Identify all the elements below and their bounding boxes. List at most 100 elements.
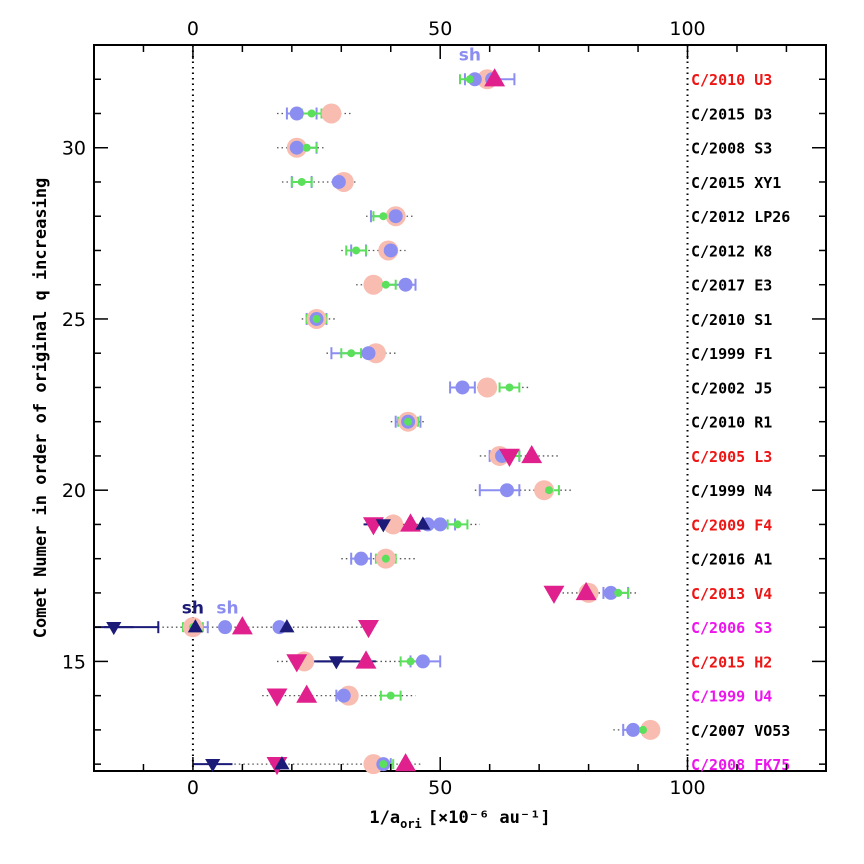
marker-nongrav [381, 554, 390, 563]
marker-navy-down [205, 758, 221, 773]
comet-label: C/1999 U4 [691, 688, 772, 706]
marker-magenta-down [358, 620, 379, 639]
marker-original [321, 103, 342, 124]
comet-label: C/2012 LP26 [691, 208, 790, 226]
y-tick-label: 25 [62, 309, 86, 331]
comet-label: C/2002 J5 [691, 379, 772, 397]
x-tick-label-top: 0 [187, 18, 199, 40]
comet-label: C/2016 A1 [691, 551, 772, 569]
marker-magenta-up [575, 581, 597, 601]
comet-label: C/2006 S3 [691, 619, 772, 637]
marker-corrected [603, 585, 618, 600]
x-tick-label-bottom: 0 [187, 777, 199, 799]
marker-corrected [289, 106, 304, 121]
y-tick-label: 15 [62, 651, 86, 673]
comet-label: C/2015 D3 [691, 105, 772, 123]
marker-corrected [361, 346, 376, 361]
marker-magenta-down [499, 448, 520, 467]
marker-original [363, 274, 384, 295]
comet-label: C/2010 S1 [691, 311, 772, 329]
marker-corrected [336, 688, 351, 703]
annotation-sh: sh [216, 598, 238, 618]
marker-magenta-up [355, 650, 377, 669]
x-tick-label-bottom: 50 [428, 777, 452, 799]
marker-magenta-down [266, 688, 288, 707]
comet-label: C/2005 L3 [691, 448, 772, 466]
comet-label: C/2013 V4 [691, 585, 772, 603]
comet-label: C/2017 E3 [691, 277, 772, 295]
marker-magenta-up [484, 68, 506, 87]
marker-navy-down [106, 621, 122, 636]
marker-magenta-up [296, 684, 318, 703]
marker-nongrav [639, 725, 647, 734]
marker-nongrav [386, 691, 395, 700]
marker-corrected [455, 380, 470, 395]
grid-layer [191, 45, 689, 771]
marker-nongrav [379, 212, 388, 221]
marker-nongrav [347, 349, 356, 358]
marker-original [477, 377, 498, 398]
x-axis-label-sub: ori [400, 817, 422, 831]
marker-navy-up [279, 619, 295, 633]
marker-magenta-down [286, 654, 308, 673]
y-axis-label: Comet Numer in order of original q incre… [31, 178, 51, 639]
marker-corrected [354, 551, 369, 566]
marker-magenta-up [395, 753, 417, 772]
marker-corrected [218, 620, 233, 635]
x-tick-label-top: 50 [428, 18, 452, 40]
marker-nongrav [453, 520, 462, 529]
marker-corrected [383, 243, 398, 258]
comet-label: C/2015 H2 [691, 653, 772, 671]
marker-navy-down [328, 656, 344, 670]
comet-label: C/2010 U3 [691, 71, 772, 89]
marker-nongrav [307, 109, 316, 118]
marker-layer [106, 68, 661, 776]
marker-navy-up [415, 516, 431, 530]
comet-label: C/1999 F1 [691, 345, 772, 363]
marker-corrected [433, 517, 448, 532]
marker-corrected [626, 722, 641, 737]
marker-nongrav [381, 280, 390, 289]
x-axis-label-units: [×10⁻⁶ au⁻¹] [428, 808, 551, 828]
plot-frame [93, 44, 827, 772]
marker-magenta-up [231, 616, 253, 635]
annotation-sh: sh [182, 598, 204, 618]
y-tick-label: 30 [62, 138, 86, 160]
comet-label: C/2015 XY1 [691, 174, 781, 192]
comet-label: C/2007 VO53 [691, 722, 790, 740]
marker-nongrav [465, 75, 474, 84]
marker-corrected [331, 174, 346, 189]
marker-original [640, 719, 661, 740]
marker-corrected [398, 277, 413, 292]
range-layer [94, 73, 658, 771]
marker-nongrav [297, 177, 306, 186]
comet-label: C/2012 K8 [691, 242, 772, 260]
marker-magenta-up [521, 444, 543, 464]
marker-navy-up [274, 756, 290, 770]
annotation-sh: sh [459, 45, 481, 65]
marker-nongrav [545, 486, 554, 495]
label-layer: C/2010 U3 C/2015 D3 C/2008 S3 C/2015 XY1C/2… [182, 45, 791, 774]
comet-label: C/2009 F4 [691, 516, 772, 534]
marker-corrected [499, 483, 514, 498]
marker-nongrav [379, 760, 388, 769]
marker-magenta-up [400, 513, 421, 532]
x-tick-label-bottom: 100 [669, 777, 705, 799]
x-axis-label: 1/aori [×10⁻⁶ au⁻¹] [369, 808, 550, 831]
marker-nongrav [505, 383, 514, 392]
marker-corrected [388, 209, 403, 224]
comet-label: C/2010 R1 [691, 414, 772, 432]
x-axis-label-main: 1/a [369, 808, 400, 828]
marker-nongrav [404, 417, 413, 426]
marker-nongrav [406, 657, 415, 666]
comet-label: C/1999 N4 [691, 482, 772, 500]
marker-nongrav [312, 314, 321, 323]
comet-label: C/2008 S3 [691, 140, 772, 158]
marker-nongrav [352, 246, 361, 255]
marker-corrected [289, 140, 304, 155]
marker-nongrav [614, 588, 623, 597]
y-tick-label: 20 [62, 480, 86, 502]
marker-nongrav [302, 143, 311, 152]
marker-corrected [415, 654, 430, 669]
